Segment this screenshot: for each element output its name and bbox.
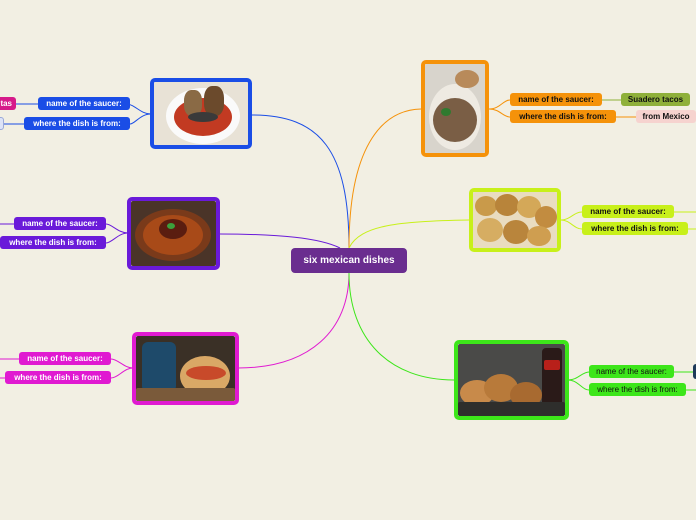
dish-photo-orange[interactable] [421, 60, 489, 157]
central-topic[interactable]: six mexican dishes [291, 248, 407, 273]
origin-label-orange[interactable]: where the dish is from: [510, 110, 616, 123]
name-label-pink[interactable]: name of the saucer: [19, 352, 111, 365]
dish-photo-pink[interactable] [132, 332, 239, 405]
name-label-lime[interactable]: name of the saucer: [582, 205, 674, 218]
dish-photo-violet[interactable] [127, 197, 220, 270]
dish-photo-green[interactable] [454, 340, 569, 420]
name-value-orange[interactable]: Suadero tacos [621, 93, 690, 106]
name-value-blue[interactable]: tas [0, 97, 16, 110]
dish-photo-lime[interactable] [469, 188, 561, 252]
origin-label-blue[interactable]: where the dish is from: [24, 117, 130, 130]
origin-value-orange[interactable]: from Mexico [636, 110, 696, 123]
name-value-green[interactable] [693, 364, 696, 379]
name-label-orange[interactable]: name of the saucer: [510, 93, 602, 106]
origin-value-blue[interactable] [0, 117, 4, 130]
origin-label-lime[interactable]: where the dish is from: [582, 222, 688, 235]
name-label-violet[interactable]: name of the saucer: [14, 217, 106, 230]
origin-label-violet[interactable]: where the dish is from: [0, 236, 106, 249]
origin-label-pink[interactable]: where the dish is from: [5, 371, 111, 384]
name-label-blue[interactable]: name of the saucer: [38, 97, 130, 110]
origin-label-green[interactable]: where the dish is from: [589, 383, 686, 396]
dish-photo-blue[interactable] [150, 78, 252, 149]
name-label-green[interactable]: name of the saucer: [589, 365, 674, 378]
